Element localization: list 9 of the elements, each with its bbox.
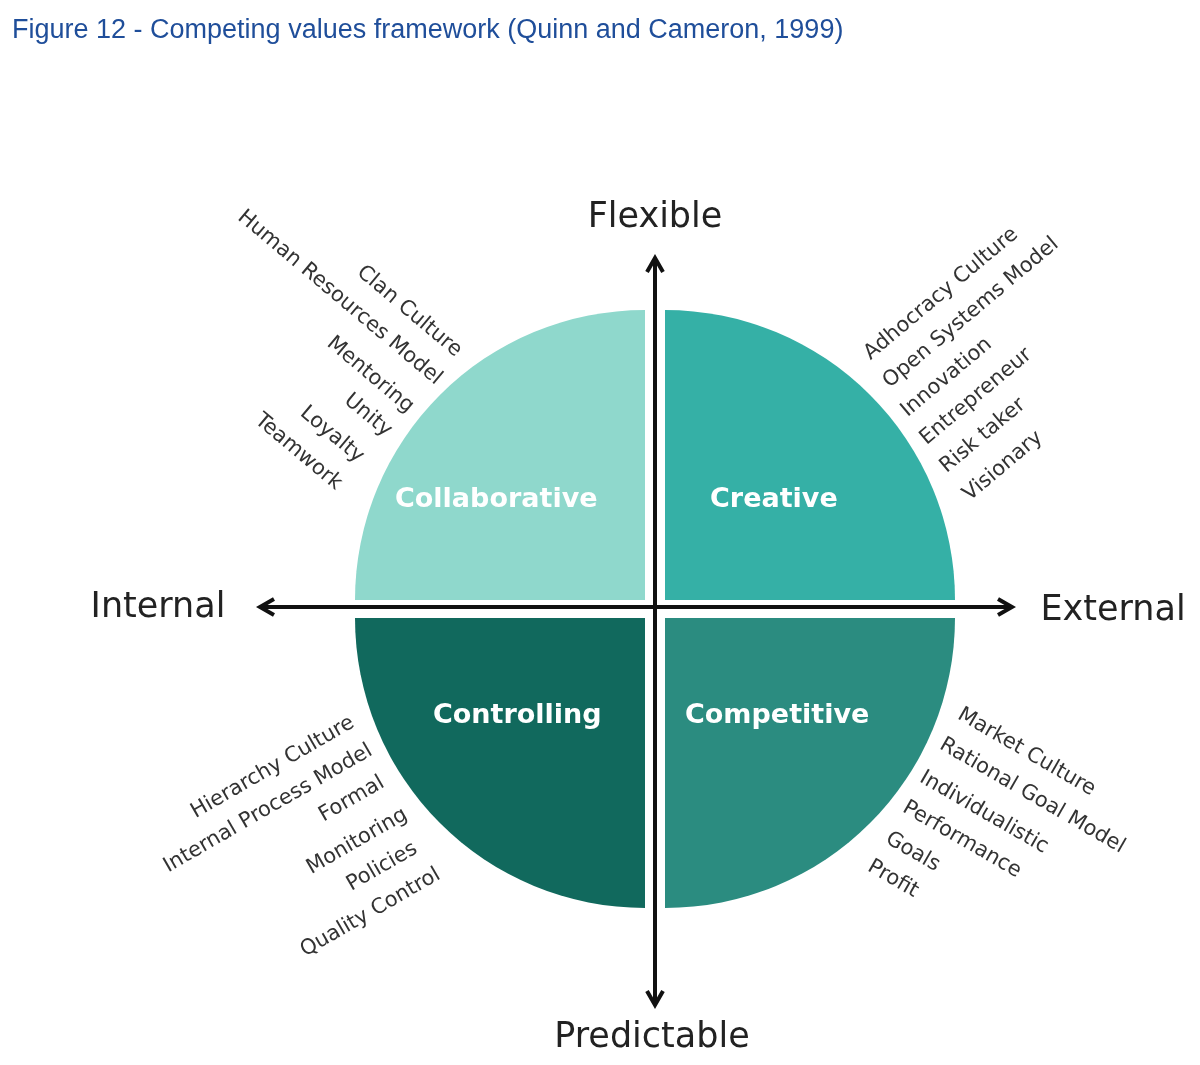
axis-label: Internal [90, 585, 226, 625]
quadrant-label: Collaborative [395, 482, 598, 513]
quadrant-label: Controlling [433, 698, 602, 729]
axis-label: External [1040, 588, 1186, 628]
quadrant-label: Competitive [685, 698, 870, 729]
axis-label: Predictable [554, 1015, 750, 1055]
quadrant-label: Creative [710, 482, 838, 513]
figure-title: Figure 12 - Competing values framework (Quinn and Cameron, 1999) [12, 14, 844, 45]
axis-label: Flexible [587, 195, 723, 235]
